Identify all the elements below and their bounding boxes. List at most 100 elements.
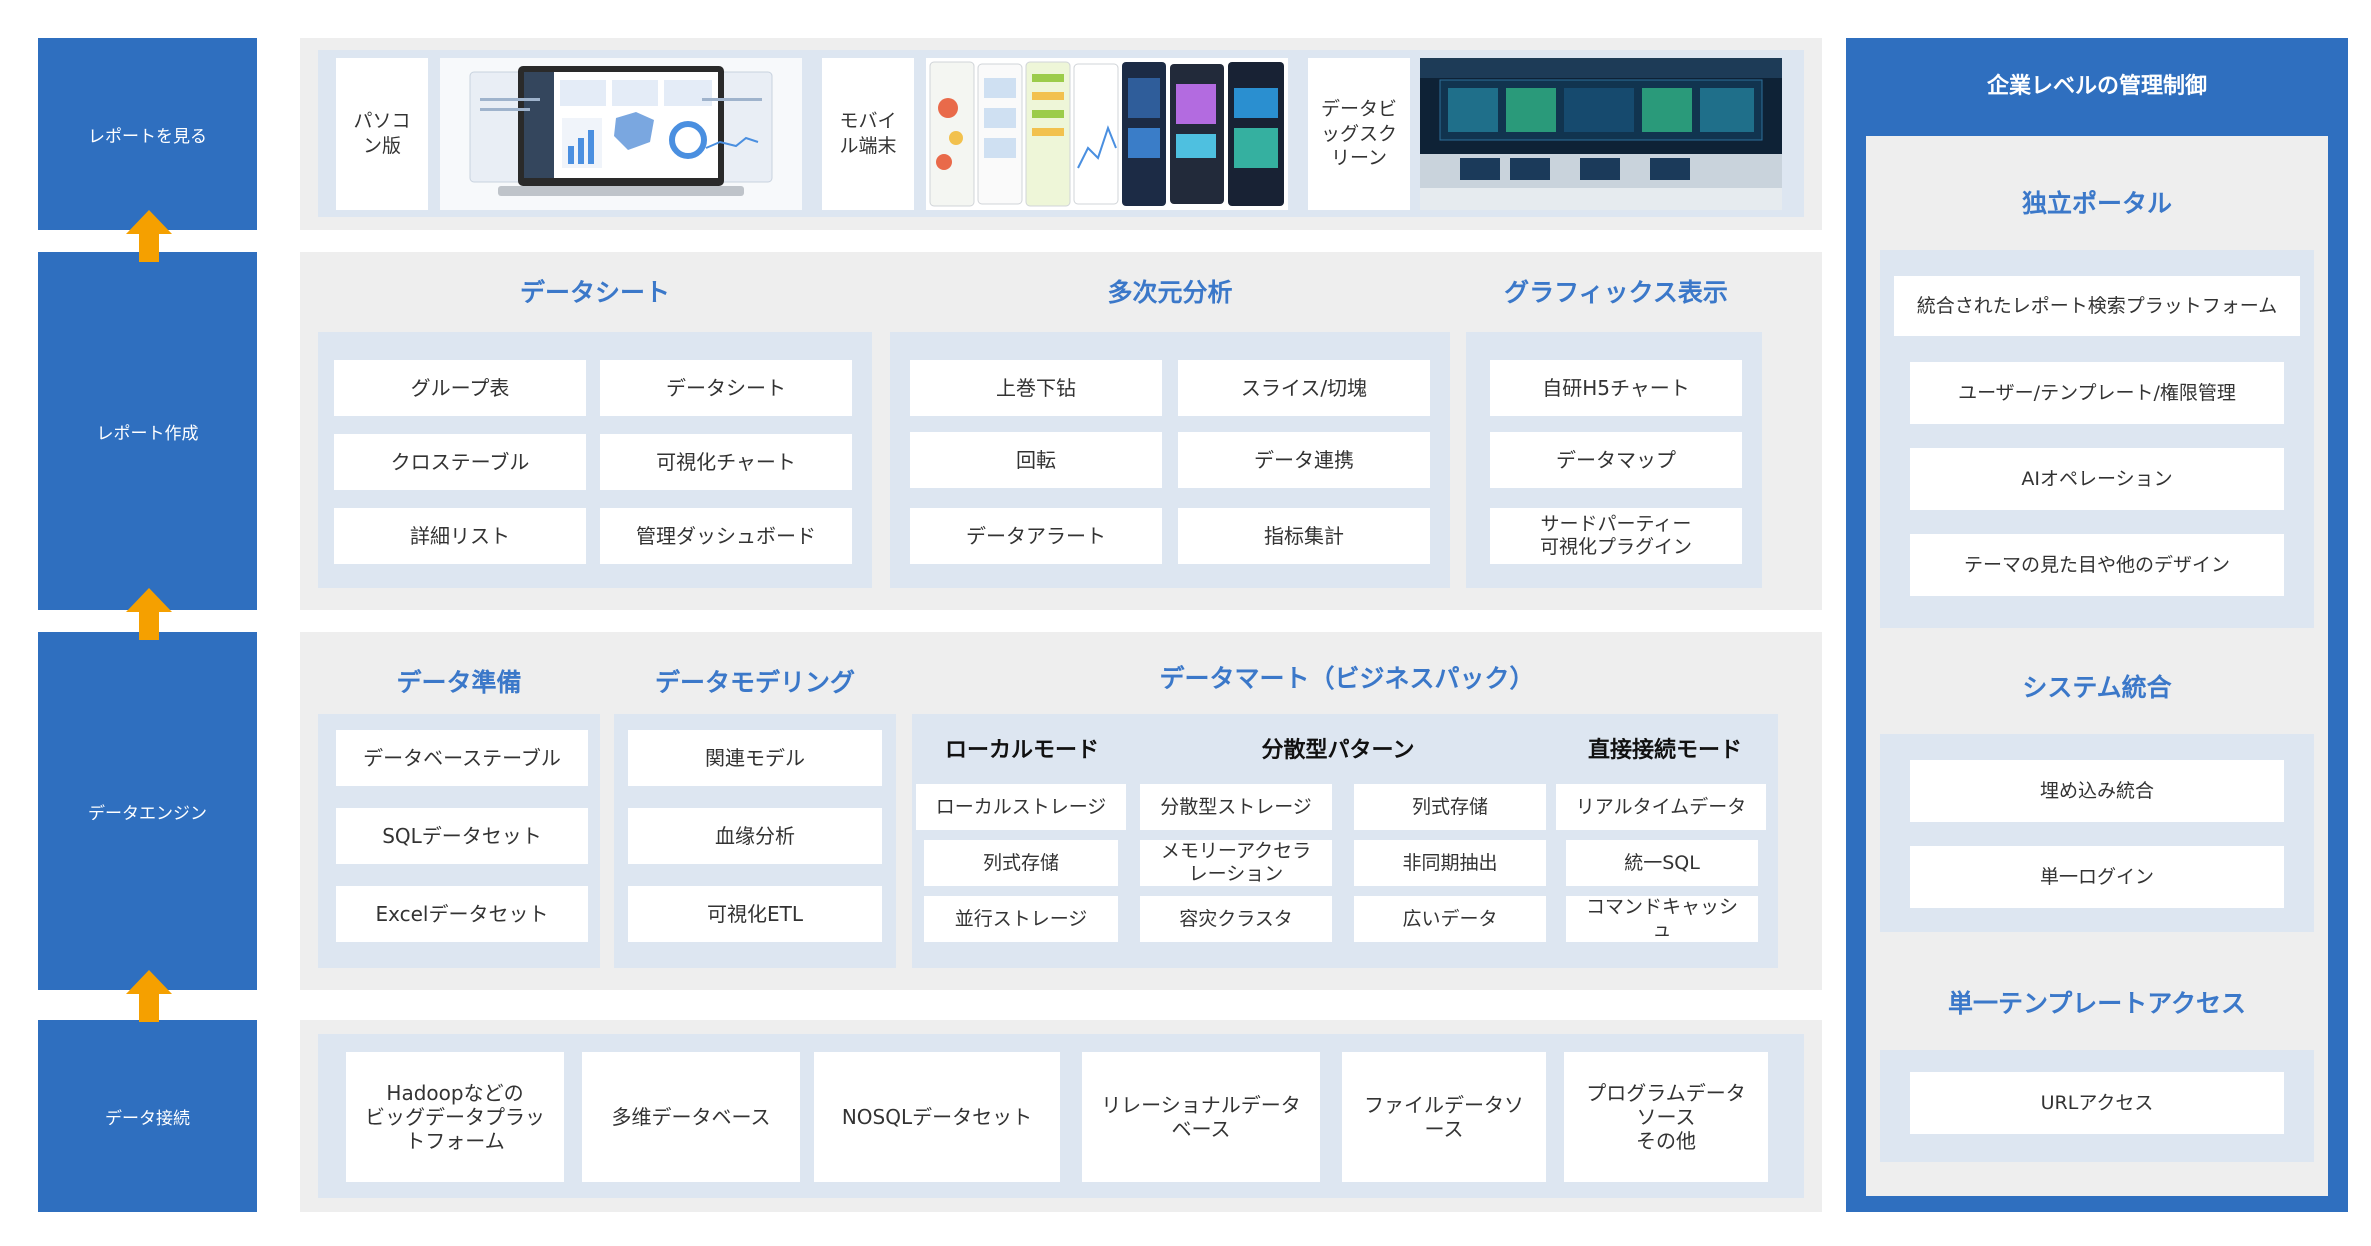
up-arrow-icon (126, 210, 172, 262)
item-local-storage: ローカルストレージ (916, 784, 1126, 830)
title-independent-portal: 独立ポータル (2021, 189, 2172, 218)
item-distributed-storage: 分散型ストレージ (1140, 784, 1332, 830)
item-label: 単一ログイン (2039, 865, 2154, 888)
mobile-screens-picture (926, 58, 1288, 210)
item-label: URLアクセス (2040, 1091, 2154, 1114)
item-label: 容灾クラスタ (1179, 907, 1293, 930)
data-sources-panel (318, 1034, 1804, 1198)
item-single-login: 単一ログイン (1910, 846, 2284, 908)
item-file-source: ファイルデータソ ース (1342, 1052, 1546, 1182)
item-lineage-analysis: 血缘分析 (628, 808, 882, 864)
item-data-alert: データアラート (910, 508, 1162, 564)
item-label: データ連携 (1254, 448, 1354, 472)
item-label: データベーステーブル (363, 746, 561, 770)
item-relation-model: 関連モデル (628, 730, 882, 786)
mode-title-distributed: 分散型パターン (1261, 738, 1415, 763)
item-parallel-storage: 並行ストレージ (924, 896, 1118, 942)
item-relational-db: リレーショナルデータ ベース (1082, 1052, 1320, 1182)
group-title-data-sheet: データシート (519, 278, 670, 307)
desktop-dashboard-picture (440, 58, 802, 210)
item-data-map: データマップ (1490, 432, 1742, 488)
item-label: 自研H5チャート (1542, 376, 1690, 400)
item-label: 広いデータ (1402, 907, 1498, 930)
device-label-big-screen: データビ ッグスク リーン (1308, 58, 1410, 210)
item-realtime-data: リアルタイムデータ (1556, 784, 1766, 830)
item-columnar-local: 列式存储 (924, 840, 1118, 886)
item-third-party-plugin: サードパーティー 可視化プラグイン (1490, 508, 1742, 564)
item-sql-dataset: SQLデータセット (336, 808, 588, 864)
item-visual-chart: 可視化チャート (600, 434, 852, 490)
item-label: 管理ダッシュボード (636, 524, 816, 548)
title-data-prep: データ準備 (396, 668, 522, 697)
item-hadoop: Hadoopなどの ビッグデータプラッ トフォーム (346, 1052, 564, 1182)
item-unified-sql: 統一SQL (1566, 840, 1758, 886)
item-label: スライス/切塊 (1240, 376, 1368, 400)
layer-view-reports: レポートを見る (38, 38, 257, 230)
item-label: メモリーアクセラ レーション (1160, 840, 1312, 885)
item-label: 分散型ストレージ (1160, 795, 1312, 818)
item-dashboard: 管理ダッシュボード (600, 508, 852, 564)
title-system-integration: システム統合 (2022, 673, 2172, 702)
item-ai-operation: AIオペレーション (1910, 448, 2284, 510)
item-label: テーマの見た目や他のデザイン (1963, 553, 2230, 576)
item-multidim-db: 多维データベース (582, 1052, 800, 1182)
item-program-source: プログラムデータ ソース その他 (1564, 1052, 1768, 1182)
item-theme-design: テーマの見た目や他のデザイン (1910, 534, 2284, 596)
item-command-cache: コマンドキャッシ ュ (1566, 896, 1758, 942)
item-rotate: 回転 (910, 432, 1162, 488)
layer-label: データ接続 (105, 1108, 190, 1129)
item-label: データマップ (1556, 448, 1676, 472)
layer-label: データエンジン (88, 803, 207, 824)
layer-data-engine: データエンジン (38, 632, 257, 990)
mode-title-direct: 直接接続モード (1587, 738, 1742, 763)
device-label-pc: パソコ ン版 (336, 58, 428, 210)
item-label: Excelデータセット (375, 902, 549, 926)
up-arrow-icon (126, 970, 172, 1022)
item-report-search-platform: 統合されたレポート検索プラットフォーム (1894, 276, 2300, 336)
enterprise-title: 企業レベルの管理制御 (1986, 74, 2207, 99)
item-label: 統一SQL (1624, 851, 1700, 874)
item-label: データシート (666, 376, 786, 400)
item-label: リアルタイムデータ (1575, 795, 1747, 818)
item-label: Hadoopなどの ビッグデータプラッ トフォーム (365, 1081, 545, 1153)
item-embedded-integration: 埋め込み統合 (1910, 760, 2284, 822)
item-detail-list: 詳細リスト (334, 508, 586, 564)
item-label: 並行ストレージ (954, 907, 1088, 930)
item-label: 統合されたレポート検索プラットフォーム (1916, 294, 2278, 317)
item-excel-dataset: Excelデータセット (336, 886, 588, 942)
item-label: データアラート (966, 524, 1106, 548)
item-label: 血缘分析 (715, 824, 795, 848)
group-title-multidim: 多次元分析 (1107, 278, 1233, 307)
control-room-picture (1420, 58, 1782, 210)
item-slice: スライス/切塊 (1178, 360, 1430, 416)
item-label: NOSQLデータセット (841, 1105, 1033, 1129)
item-label: 埋め込み統合 (2039, 779, 2154, 802)
item-label: サードパーティー 可視化プラグイン (1539, 513, 1692, 558)
item-drill: 上巻下钻 (910, 360, 1162, 416)
item-user-permission-mgmt: ユーザー/テンプレート/権限管理 (1910, 362, 2284, 424)
device-label-mobile: モバイ ル端末 (822, 58, 914, 210)
item-data-link: データ連携 (1178, 432, 1430, 488)
item-label: 関連モデル (705, 746, 805, 770)
item-db-table: データベーステーブル (336, 730, 588, 786)
item-label: リレーショナルデータ ベース (1101, 1093, 1301, 1141)
item-label: AIオペレーション (2021, 467, 2173, 490)
title-data-modeling: データモデリング (654, 668, 855, 697)
title-data-mart: データマート（ビジネスパック） (1159, 664, 1535, 693)
item-metric-aggregation: 指标集計 (1178, 508, 1430, 564)
item-nosql-dataset: NOSQLデータセット (814, 1052, 1060, 1182)
item-dr-cluster: 容灾クラスタ (1140, 896, 1332, 942)
item-label: 可視化チャート (656, 450, 796, 474)
item-cross-table: クロステーブル (334, 434, 586, 490)
item-label: クロステーブル (390, 450, 530, 474)
item-label: 多维データベース (611, 1105, 771, 1129)
item-label: SQLデータセット (382, 824, 542, 848)
layer-report-creation: レポート作成 (38, 252, 257, 610)
item-visual-etl: 可視化ETL (628, 886, 882, 942)
layer-data-connection: データ接続 (38, 1020, 257, 1212)
item-label: 指标集計 (1264, 524, 1344, 548)
layer-label: レポートを見る (88, 126, 207, 147)
mode-title-local: ローカルモード (944, 738, 1099, 763)
layer-label: レポート作成 (96, 423, 199, 444)
item-wide-data: 広いデータ (1354, 896, 1546, 942)
